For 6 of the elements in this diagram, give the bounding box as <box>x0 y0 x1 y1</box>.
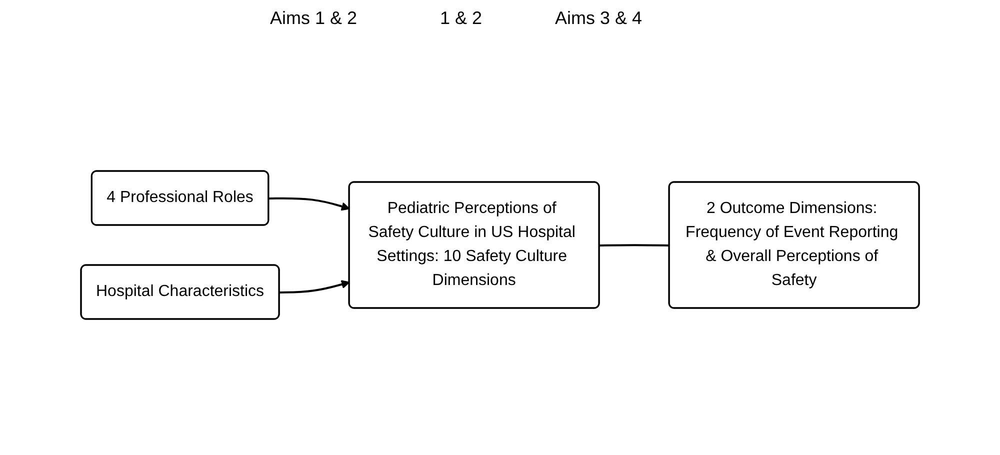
note-text: Aims 1 & 2 <box>270 8 358 29</box>
arrow <box>268 197 350 211</box>
note-text: Aims 3 & 4 <box>555 8 642 29</box>
note-text: 1 & 2 <box>440 8 482 29</box>
arrow <box>280 280 350 294</box>
connector <box>600 244 670 246</box>
